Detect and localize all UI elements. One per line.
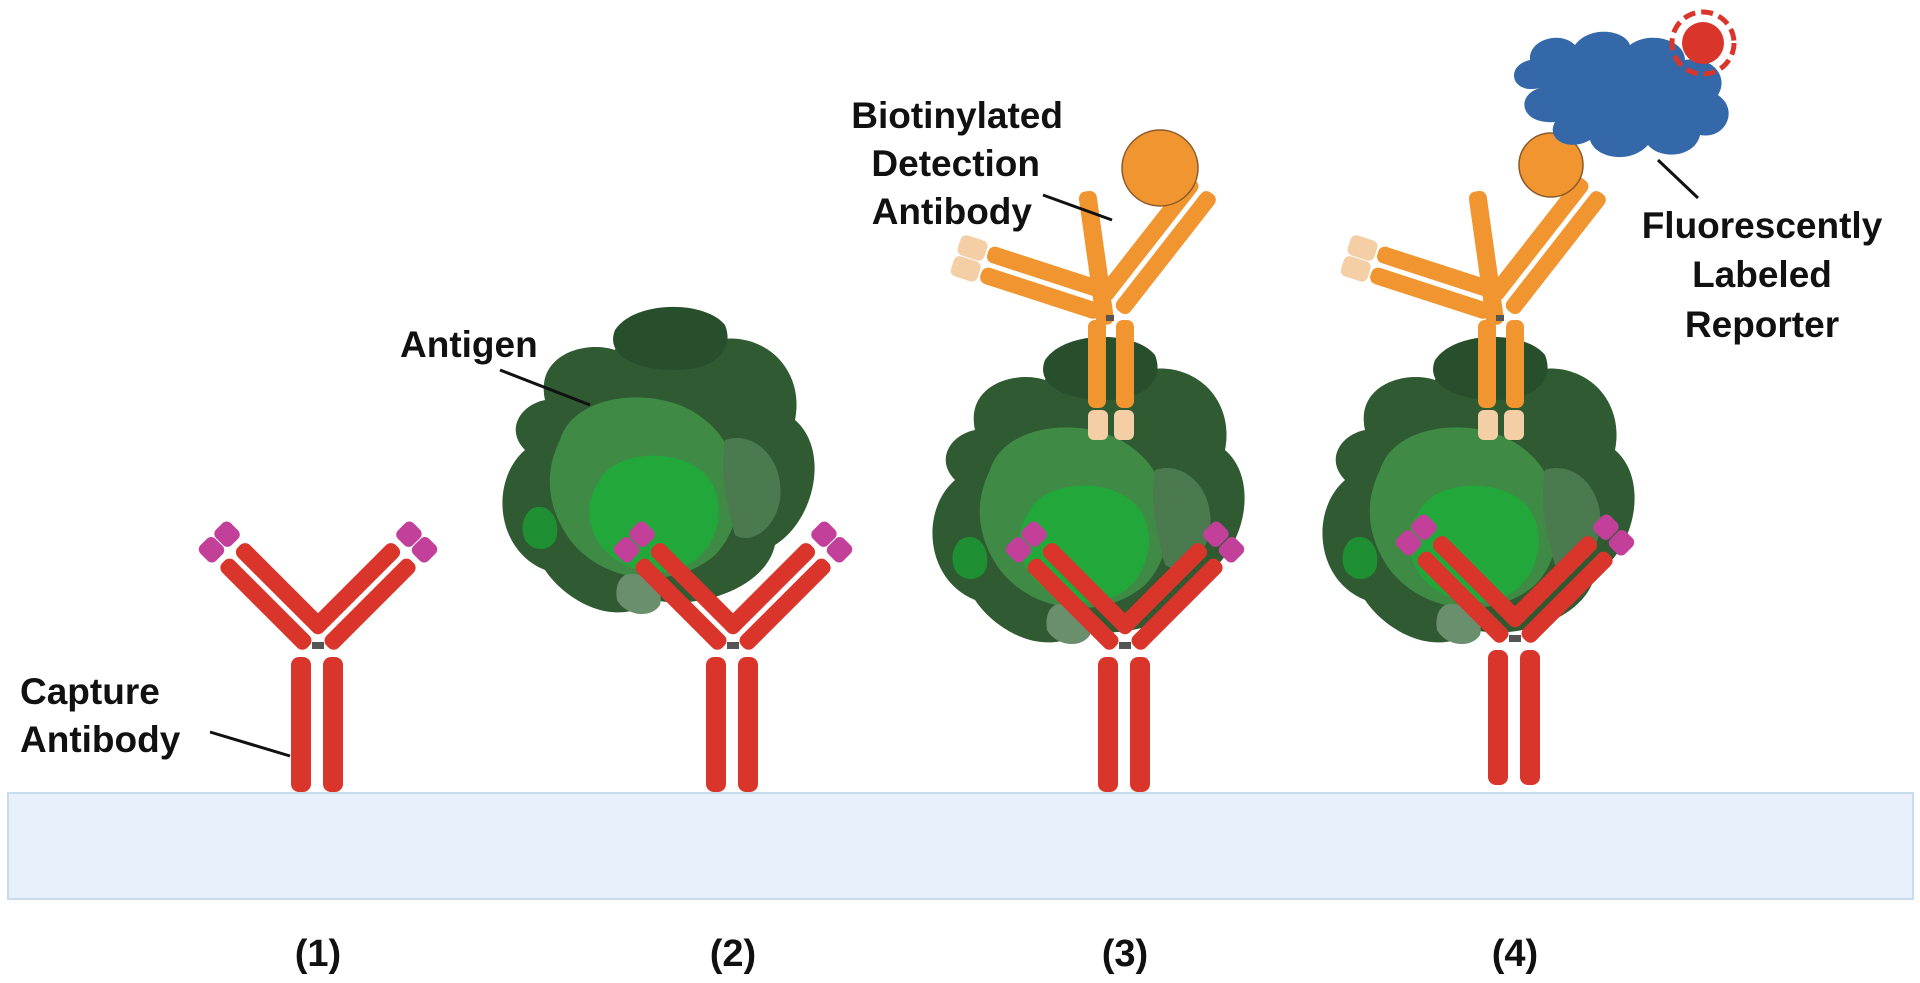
reporter-cloud [1513, 31, 1729, 158]
capture-label-line2: Antibody [20, 719, 181, 760]
reporter-leader-line [1656, 158, 1700, 200]
detection-label-line2: Detection [871, 143, 1040, 184]
detection-leader-line [1042, 193, 1113, 222]
antigen-label: Antigen [400, 324, 538, 365]
biotin-3 [1121, 129, 1199, 207]
antigen-2 [502, 306, 815, 615]
detection-label-line1: Biotinylated [851, 95, 1063, 136]
reporter-label-line1: Fluorescently [1642, 205, 1883, 246]
plate-surface [7, 792, 1914, 900]
antigen-leader-line [499, 368, 591, 407]
fluorophore-glow [1669, 9, 1737, 77]
step-label-2: (2) [710, 933, 756, 975]
step-label-3: (3) [1102, 933, 1148, 975]
step-label-1: (1) [295, 933, 341, 975]
capture-antibody-1 [196, 519, 440, 792]
capture-label-line1: Capture [20, 671, 160, 712]
fluorophore [1682, 22, 1724, 64]
step-label-4: (4) [1492, 933, 1538, 975]
capture-leader-line [209, 730, 291, 758]
detection-label-line3: Antibody [872, 191, 1033, 232]
biotin-4 [1518, 132, 1584, 198]
reporter-label-line3: Reporter [1685, 304, 1839, 345]
reporter-label-line2: Labeled [1692, 254, 1832, 295]
